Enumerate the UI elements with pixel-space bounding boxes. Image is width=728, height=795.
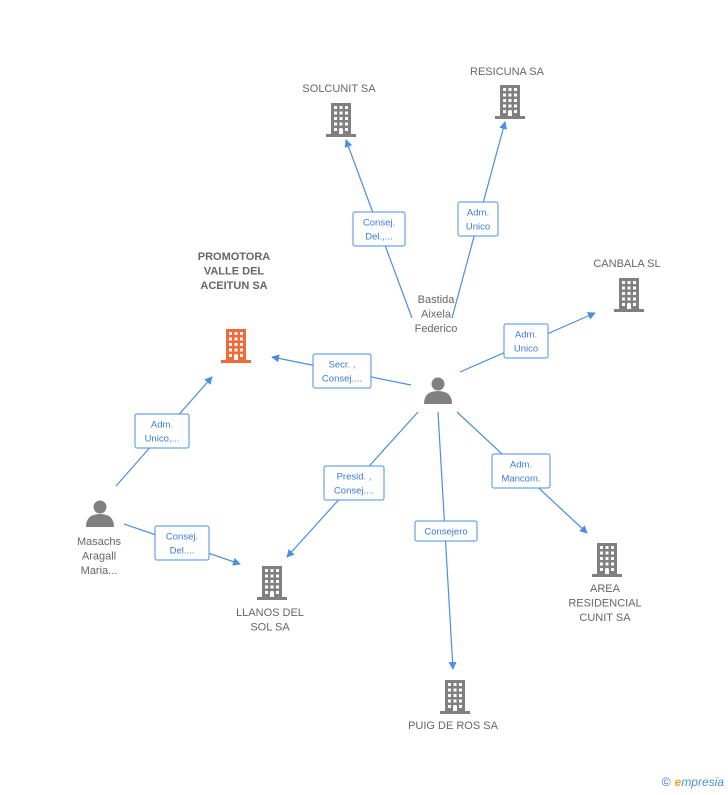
edge-label-box (323, 465, 385, 501)
building-icon (257, 566, 287, 600)
edge-label-box (154, 525, 210, 561)
node-label-line: SOLCUNIT SA (302, 83, 376, 95)
edge-label-text: Secr. , (329, 360, 356, 371)
copyright-icon: © (661, 775, 671, 789)
edge-label-text: Del.,... (365, 232, 392, 243)
node-label-line: Aixela (421, 309, 452, 321)
building-icon (592, 543, 622, 577)
brand-name: mpresia (681, 775, 724, 789)
edge-label[interactable]: Adm. Unico,... (134, 413, 190, 449)
edge-label[interactable]: Adm. Unico (503, 323, 549, 359)
node-canbala[interactable]: CANBALA SL (593, 258, 661, 312)
edge-label-text: Consej.... (322, 374, 362, 385)
edge-label-text: Presid. , (337, 472, 372, 483)
edge-label-text: Adm. (151, 420, 173, 431)
edge-label-text: Adm. (510, 460, 532, 471)
node-solcunit[interactable]: SOLCUNIT SA (302, 83, 376, 137)
node-label-line: CUNIT SA (579, 612, 631, 624)
edge-label[interactable]: Consejero (414, 520, 478, 542)
edge-label-text: Unico (514, 344, 538, 355)
node-puig[interactable]: PUIG DE ROS SA (408, 680, 499, 732)
edge-label-box (134, 413, 190, 449)
node-label-line: Maria... (81, 565, 118, 577)
node-area[interactable]: AREA RESIDENCIAL CUNIT SA (568, 543, 642, 624)
edge-label-text: Adm. (467, 208, 489, 219)
node-label-line: AREA (590, 583, 621, 595)
node-label-line: SOL SA (250, 622, 290, 634)
person-icon (424, 377, 452, 404)
edge-label-box (503, 323, 549, 359)
node-masachs[interactable]: MasachsAragallMaria... (77, 500, 122, 578)
brand-footer: ©empresia (662, 775, 724, 789)
edge-label-box (414, 520, 478, 542)
edge-label[interactable]: Adm. Mancom. (491, 453, 551, 489)
edge-label[interactable]: Consej. Del.... (154, 525, 210, 561)
node-label-line: VALLE DEL (204, 266, 265, 278)
edge-label[interactable]: Secr. , Consej.... (312, 353, 372, 389)
node-resicuna[interactable]: RESICUNA SA (470, 66, 545, 119)
node-label-line: RESIDENCIAL (568, 598, 641, 610)
edge-label-box (457, 201, 499, 237)
edge-label[interactable]: Consej. Del.,... (352, 211, 406, 247)
edge-label-text: Consej. (363, 218, 395, 229)
node-label-line: PROMOTORA (198, 251, 271, 263)
node-llanos[interactable]: LLANOS DEL SOL SA (236, 566, 304, 634)
node-label-line: PUIG DE ROS SA (408, 720, 499, 732)
edge-label-box (491, 453, 551, 489)
node-label-line: Federico (415, 323, 458, 335)
building-icon (326, 103, 356, 137)
building-icon (614, 278, 644, 312)
building-icon (440, 680, 470, 714)
edge-label-text: Unico,... (145, 434, 180, 445)
edge-label-text: Del.... (170, 546, 195, 557)
edge-label-text: Consejero (424, 527, 467, 538)
node-label-line: Aragall (82, 551, 116, 563)
node-label-line: CANBALA SL (593, 258, 660, 270)
edge-label-box (352, 211, 406, 247)
node-label-line: Bastida (418, 294, 456, 306)
edge-label[interactable]: Adm. Unico (457, 201, 499, 237)
edge-label-text: Consej.... (334, 486, 374, 497)
edge-label-text: Consej. (166, 532, 198, 543)
person-icon (86, 500, 114, 527)
brand-initial: e (674, 775, 682, 789)
node-label-line: Masachs (77, 536, 122, 548)
edge-label-text: Mancom. (501, 474, 540, 485)
node-label-line: LLANOS DEL (236, 607, 304, 619)
node-label-line: RESICUNA SA (470, 66, 545, 78)
node-label-line: ACEITUN SA (200, 280, 267, 292)
node-promotora[interactable]: PROMOTORA VALLE DEL ACEITUN SA (198, 251, 271, 363)
edge-label[interactable]: Presid. , Consej.... (323, 465, 385, 501)
building-icon (221, 329, 251, 363)
edge-label-text: Adm. (515, 330, 537, 341)
building-icon (495, 85, 525, 119)
edge-label-box (312, 353, 372, 389)
edge-label-text: Unico (466, 222, 490, 233)
